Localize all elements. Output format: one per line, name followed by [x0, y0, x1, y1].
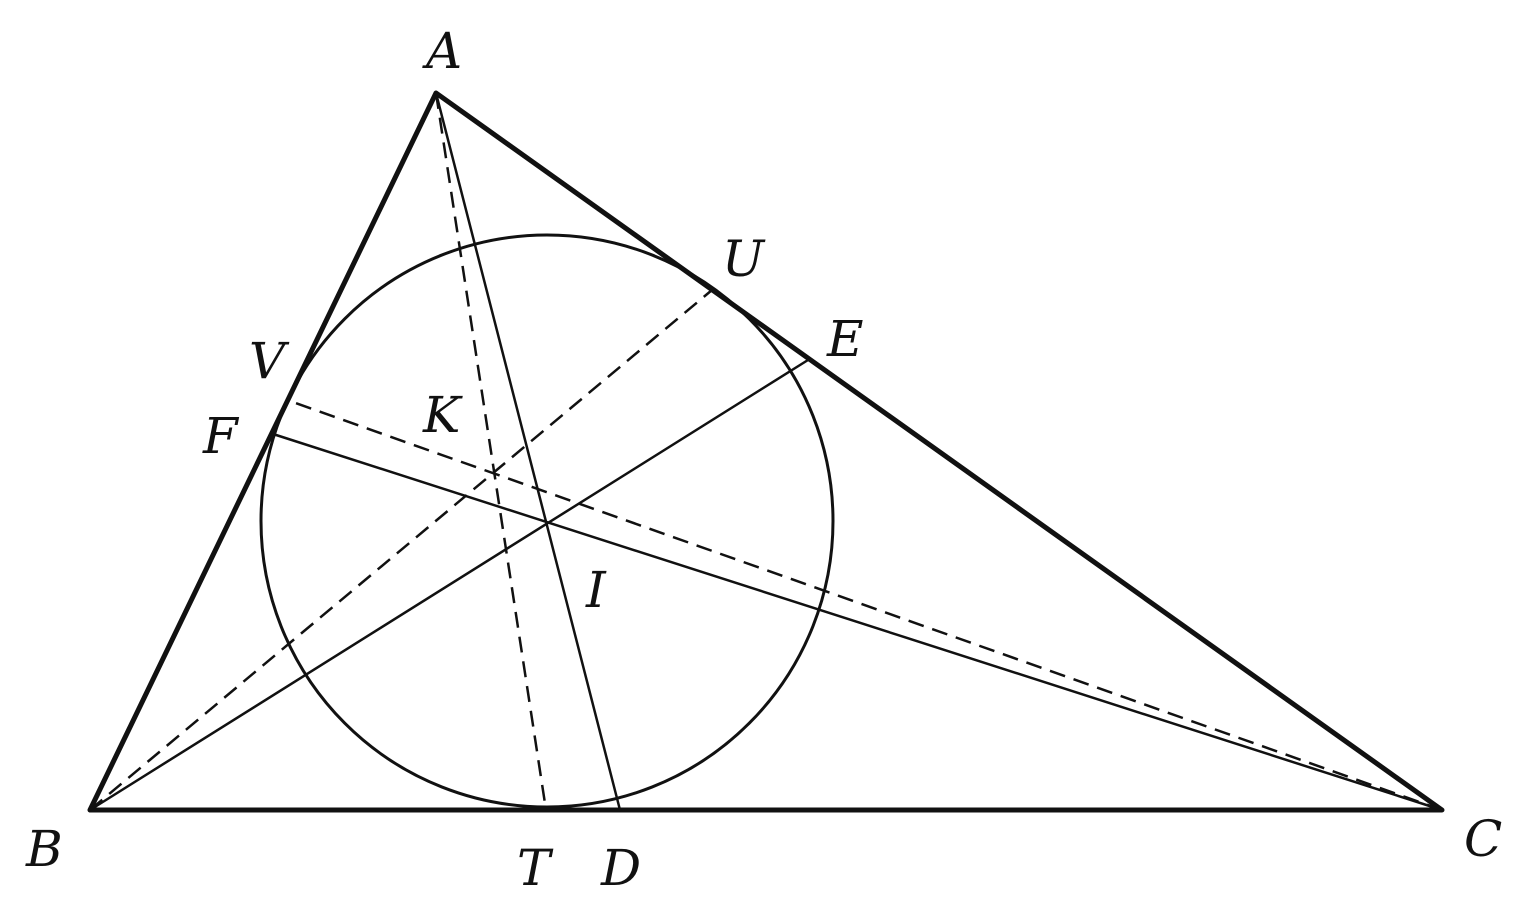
label-d: D: [600, 839, 641, 897]
label-v: V: [249, 332, 290, 390]
label-b: B: [25, 820, 63, 878]
label-e: E: [826, 310, 864, 368]
triangle-abc: [87, 90, 1445, 813]
label-k: K: [422, 386, 463, 444]
segment-be: [88, 358, 810, 812]
label-i: I: [585, 561, 607, 619]
incircle: [259, 233, 835, 809]
label-t: T: [517, 839, 554, 897]
segment-bu: [89, 289, 713, 811]
segment-cf: [271, 432, 1444, 812]
label-u: U: [722, 230, 766, 288]
segment-ad: [434, 91, 622, 812]
label-f: F: [202, 407, 240, 465]
label-c: C: [1464, 810, 1502, 868]
segment-at: [434, 92, 548, 811]
segment-cv: [286, 398, 1443, 812]
label-a: A: [422, 22, 462, 80]
